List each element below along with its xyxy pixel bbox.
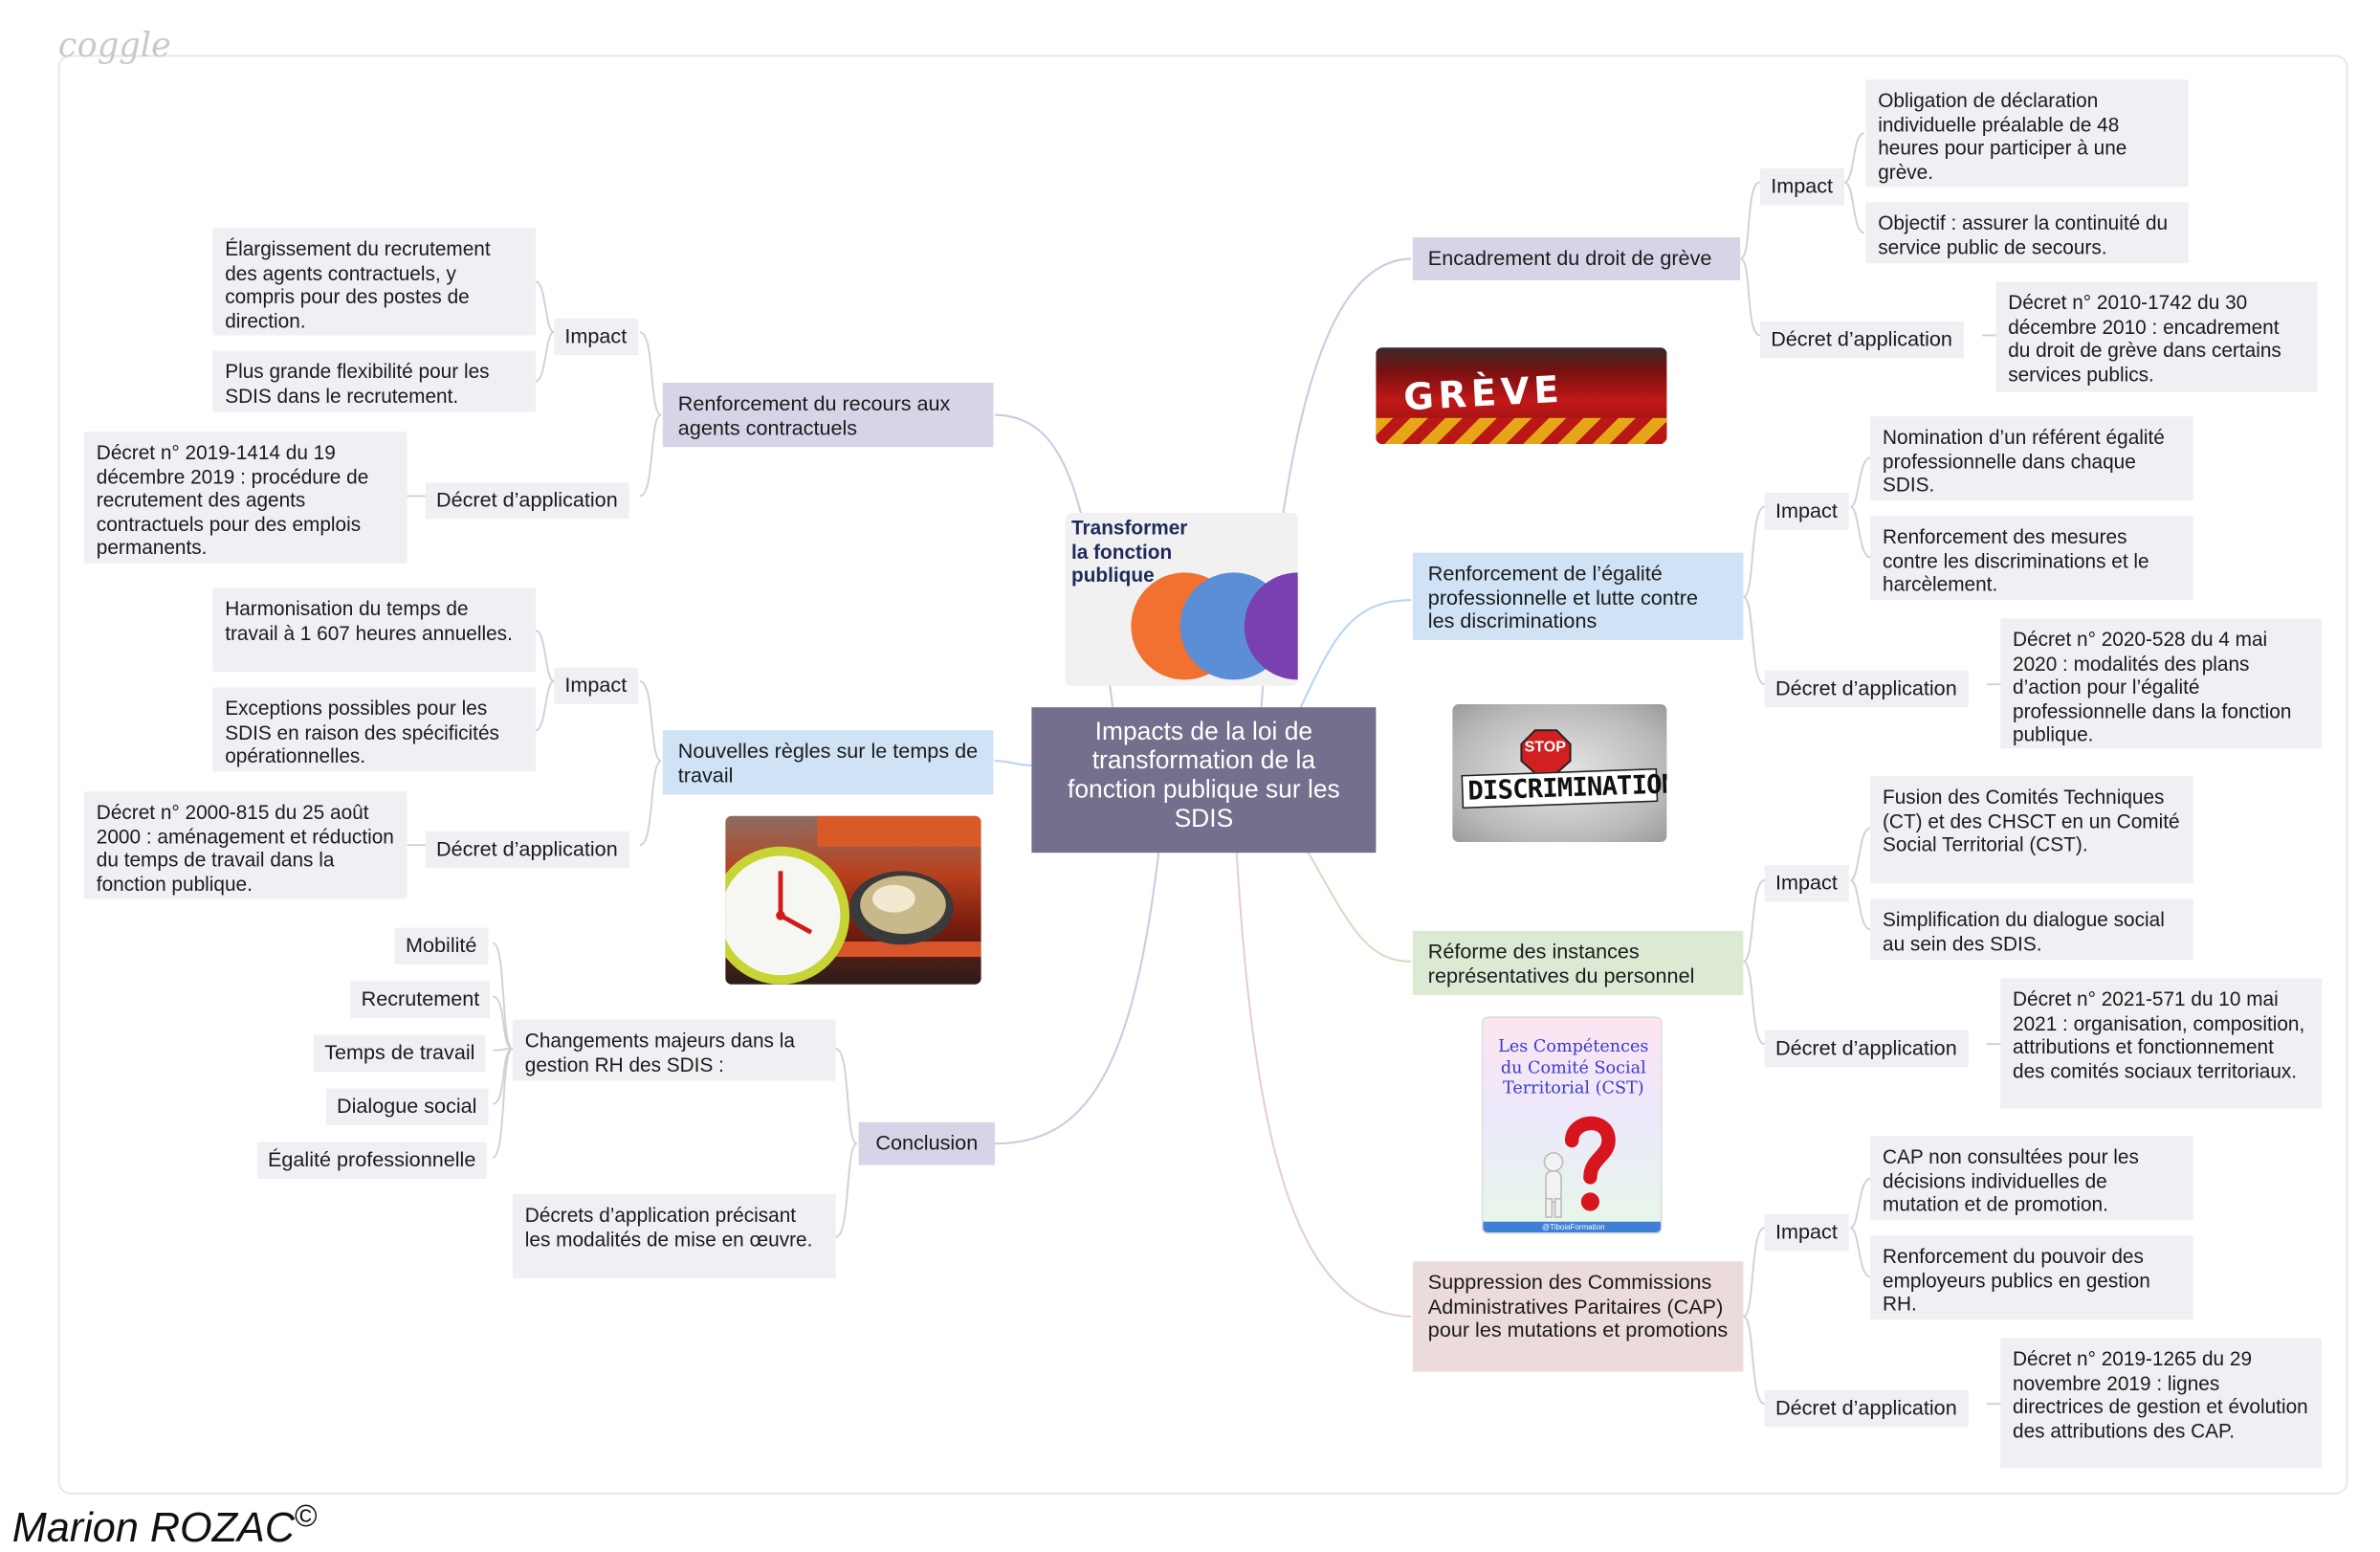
egalite-impact-label[interactable]: Impact xyxy=(1764,493,1849,529)
clock-helmet-image xyxy=(725,815,981,985)
cap-decret-label[interactable]: Décret d’application xyxy=(1764,1389,1968,1427)
branch-conclusion[interactable]: Conclusion xyxy=(858,1121,995,1164)
greve-text-graphic: GRÈVE xyxy=(1402,367,1565,419)
conclusion-item-egalite-professionnelle[interactable]: Égalité professionnelle xyxy=(256,1142,487,1179)
copyright-symbol: © xyxy=(295,1500,318,1535)
temps-impact-1607-heures[interactable]: Harmonisation du temps de travail à 1 60… xyxy=(212,588,536,673)
greve-impact-declaration[interactable]: Obligation de déclaration individuelle p… xyxy=(1865,79,2189,188)
temps-decret-label[interactable]: Décret d’application xyxy=(425,831,628,868)
greve-firetruck-image: GRÈVE xyxy=(1376,347,1667,444)
locker-shelf xyxy=(817,815,981,847)
egalite-decret-2020-528[interactable]: Décret n° 2020-528 du 4 mai 2020 : modal… xyxy=(2000,618,2323,749)
cap-impact-label[interactable]: Impact xyxy=(1764,1213,1849,1251)
egalite-decret-label[interactable]: Décret d’application xyxy=(1764,670,1968,707)
overlapping-circles-graphic xyxy=(1131,572,1298,680)
greve-decret-2010-1742[interactable]: Décret n° 2010-1742 du 30 décembre 2010 … xyxy=(1995,281,2318,392)
branch-suppression-cap[interactable]: Suppression des Commissions Administrati… xyxy=(1412,1261,1744,1372)
contractuels-impact-label[interactable]: Impact xyxy=(554,318,638,355)
canvas-frame xyxy=(57,55,2348,1495)
locker-bar xyxy=(817,942,981,957)
clock-graphic xyxy=(725,846,849,985)
stop-discrimination-image: STOP DISCRIMINATION xyxy=(1452,704,1667,842)
egalite-impact-harcelement[interactable]: Renforcement des mesures contre les disc… xyxy=(1870,516,2193,601)
cst-image-footer: @TiboiaFormation xyxy=(1483,1221,1661,1232)
conclusion-item-temps-de-travail[interactable]: Temps de travail xyxy=(314,1034,486,1072)
instances-decret-2021-571[interactable]: Décret n° 2021-571 du 10 mai 2021 : orga… xyxy=(2000,978,2323,1109)
branch-agents-contractuels[interactable]: Renforcement du recours aux agents contr… xyxy=(662,383,994,448)
cap-impact-non-consultees[interactable]: CAP non consultées pour les décisions in… xyxy=(1870,1136,2193,1221)
tfp-image-caption: Transformer la fonction publique xyxy=(1071,516,1188,587)
helmet-graphic xyxy=(849,871,954,945)
conclusion-item-recrutement[interactable]: Recrutement xyxy=(350,981,491,1018)
question-mark-figure xyxy=(1543,1116,1616,1218)
temps-impact-label[interactable]: Impact xyxy=(554,667,638,704)
stop-text: STOP xyxy=(1524,739,1566,757)
conclusion-item-mobilite[interactable]: Mobilité xyxy=(394,927,488,964)
branch-temps-de-travail[interactable]: Nouvelles règles sur le temps de travail xyxy=(662,730,994,795)
conclusion-decrets-application[interactable]: Décrets d’application précisant les moda… xyxy=(513,1194,836,1278)
cap-decret-2019-1265[interactable]: Décret n° 2019-1265 du 29 novembre 2019 … xyxy=(2000,1338,2323,1469)
cap-impact-pouvoir-employeurs[interactable]: Renforcement du pouvoir des employeurs p… xyxy=(1870,1235,2193,1320)
instances-impact-label[interactable]: Impact xyxy=(1764,865,1849,901)
contractuels-decret-label[interactable]: Décret d’application xyxy=(425,482,628,519)
cst-image-caption: Les Compétences du Comité Social Territo… xyxy=(1498,1036,1649,1098)
hazard-stripes xyxy=(1376,417,1667,444)
author-signature: Marion ROZAC© xyxy=(12,1500,318,1552)
egalite-impact-referent[interactable]: Nomination d’un référent égalité profess… xyxy=(1870,416,2193,501)
conclusion-item-dialogue-social[interactable]: Dialogue social xyxy=(325,1088,488,1125)
temps-impact-exceptions[interactable]: Exceptions possibles pour les SDIS en ra… xyxy=(212,687,536,772)
contractuels-impact-flexibilite[interactable]: Plus grande flexibilité pour les SDIS da… xyxy=(212,350,536,412)
instances-impact-fusion-cst[interactable]: Fusion des Comités Techniques (CT) et de… xyxy=(1870,776,2193,884)
branch-egalite-professionnelle[interactable]: Renforcement de l’égalité professionnell… xyxy=(1412,552,1744,640)
greve-impact-label[interactable]: Impact xyxy=(1760,168,1844,205)
author-name: Marion ROZAC xyxy=(11,1504,296,1551)
competences-cst-image: Les Compétences du Comité Social Territo… xyxy=(1481,1016,1663,1234)
conclusion-changements-majeurs[interactable]: Changements majeurs dans la gestion RH d… xyxy=(513,1019,836,1081)
contractuels-impact-elargissement[interactable]: Élargissement du recrutement des agents … xyxy=(212,228,536,336)
greve-impact-continuite[interactable]: Objectif : assurer la continuité du serv… xyxy=(1865,202,2189,264)
coggle-logo: coggle xyxy=(57,27,171,66)
temps-decret-2000-815[interactable]: Décret n° 2000-815 du 25 août 2000 : amé… xyxy=(84,791,408,899)
contractuels-decret-2019-1414[interactable]: Décret n° 2019-1414 du 19 décembre 2019 … xyxy=(84,432,408,564)
branch-instances-representatives[interactable]: Réforme des instances représentatives du… xyxy=(1412,930,1744,995)
greve-decret-label[interactable]: Décret d’application xyxy=(1760,321,1964,358)
instances-impact-dialogue-social[interactable]: Simplification du dialogue social au sei… xyxy=(1870,898,2193,961)
instances-decret-label[interactable]: Décret d’application xyxy=(1764,1030,1968,1067)
central-topic[interactable]: Impacts de la loi de transformation de l… xyxy=(1031,707,1377,854)
transformer-fonction-publique-image: Transformer la fonction publique xyxy=(1065,513,1298,686)
branch-droit-de-greve[interactable]: Encadrement du droit de grève xyxy=(1412,237,1741,279)
